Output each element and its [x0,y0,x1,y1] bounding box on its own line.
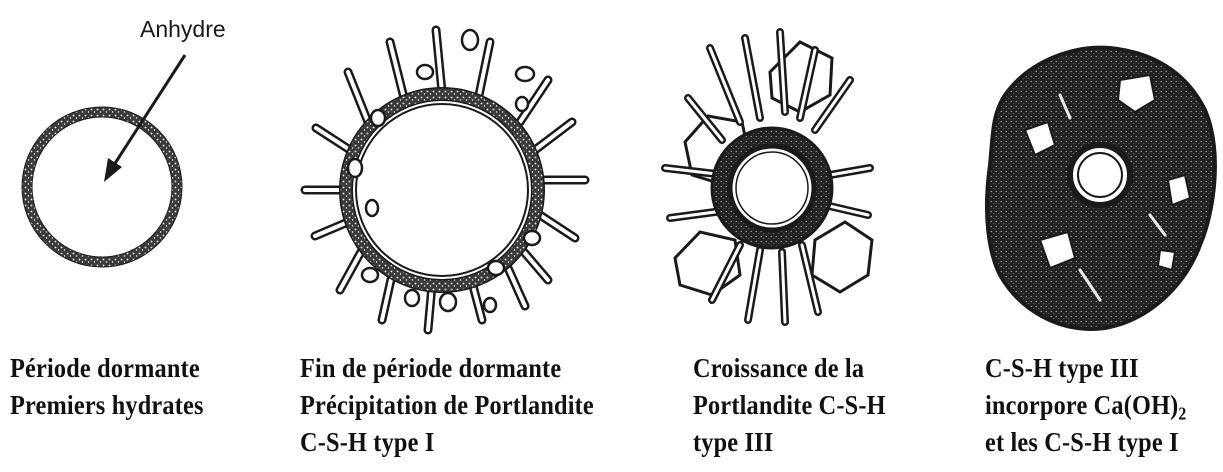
anhydre-label: Anhydre [140,16,226,43]
caption-line: Précipitation de Portlandite [300,387,594,424]
stage-1-grain [27,112,177,262]
caption-line: Portlandite C-S-H [693,387,886,424]
caption-line: et les C-S-H type I [985,424,1187,461]
caption-text: incorpore Ca(OH) [985,390,1178,420]
caption-line: Période dormante [10,350,204,387]
caption-line: Croissance de la [693,350,886,387]
stage-4-grain [987,48,1215,329]
caption-line: Premiers hydrates [10,387,204,424]
stage-4-caption: C-S-H type III incorpore Ca(OH)2 et les … [985,350,1187,461]
stage-2-grain [305,30,585,330]
caption-line: type III [693,424,886,461]
stage-1-caption: Période dormante Premiers hydrates [10,350,204,424]
caption-line: C-S-H type I [300,424,594,461]
caption-line: C-S-H type III [985,350,1187,387]
stage-3-grain [665,32,872,322]
caption-line: incorpore Ca(OH)2 [985,387,1187,424]
caption-line: Fin de période dormante [300,350,594,387]
stage-2-caption: Fin de période dormante Précipitation de… [300,350,594,461]
subscript: 2 [1178,403,1186,423]
stage-3-caption: Croissance de la Portlandite C-S-H type … [693,350,886,461]
